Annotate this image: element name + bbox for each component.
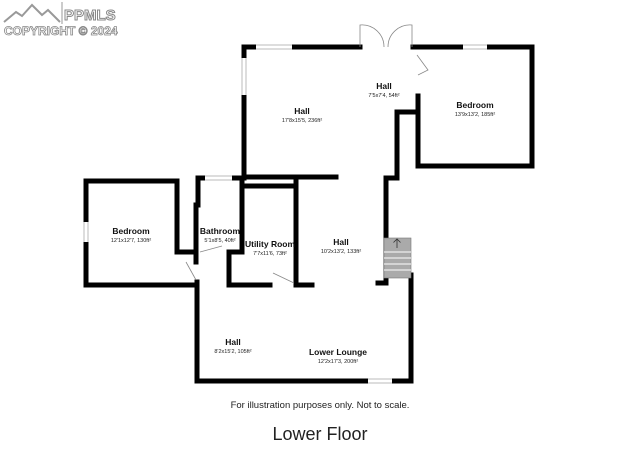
room-name: Bedroom — [456, 100, 494, 110]
room-name: Bathroom — [200, 226, 241, 236]
room-name: Hall — [376, 81, 392, 91]
room-dims: 8'2x15'2, 105ft² — [214, 349, 251, 355]
room-name: Utility Room — [245, 239, 295, 249]
room-name: Lower Lounge — [309, 347, 367, 357]
ppmls-watermark-logo: PPMLS COPYRIGHT © 2024 — [2, 2, 128, 39]
floor-label: Lower Floor — [272, 424, 368, 444]
walls — [83, 44, 535, 384]
room-dims: 5'1x8'5, 40ft² — [204, 238, 235, 244]
doors — [185, 24, 429, 284]
disclaimer-note: For illustration purposes only. Not to s… — [230, 400, 410, 411]
room-dims: 12'2x17'3, 200ft² — [318, 359, 358, 365]
room-dims: 12'1x12'7, 130ft² — [111, 238, 151, 244]
watermark-copyright: COPYRIGHT © 2024 — [4, 24, 118, 39]
room-dims: 17'8x15'5, 236ft² — [282, 118, 322, 124]
stairs — [383, 237, 412, 279]
room-name: Bedroom — [112, 226, 150, 236]
room-name: Hall — [225, 337, 241, 347]
room-dims: 7'5x7'4, 54ft² — [368, 93, 399, 99]
room-dims: 7'7x11'6, 73ft² — [253, 251, 287, 257]
room-dims: 10'2x13'2, 133ft² — [321, 249, 361, 255]
room-labels: Hall 17'8x15'5, 236ft² Hall 7'5x7'4, 54f… — [111, 81, 495, 365]
room-name: Hall — [333, 237, 349, 247]
arrow-up-icon — [393, 238, 401, 248]
watermark-brand: PPMLS — [64, 7, 117, 25]
mountain-logo-icon — [3, 2, 63, 24]
room-dims: 13'9x13'2, 185ft² — [455, 112, 495, 118]
room-name: Hall — [294, 106, 310, 116]
